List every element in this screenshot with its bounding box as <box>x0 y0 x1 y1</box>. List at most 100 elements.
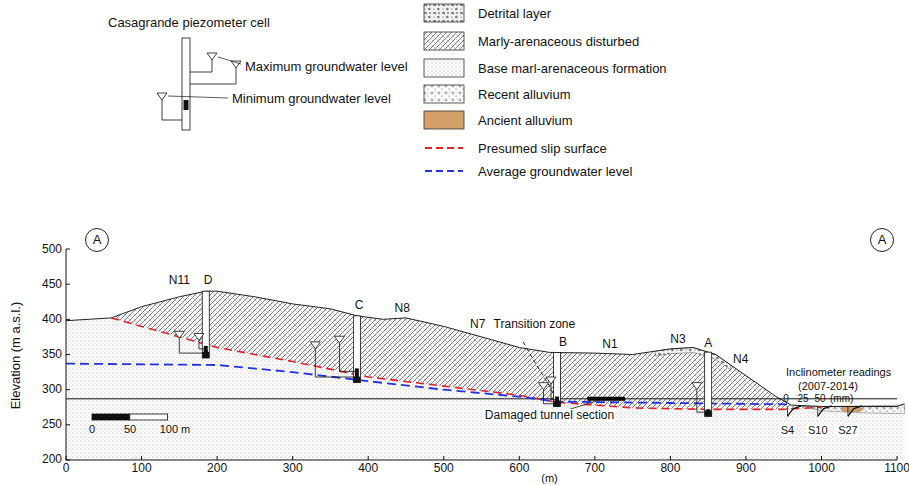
y-tick <box>66 459 70 460</box>
water-level-symbol <box>310 342 320 349</box>
label: (m) <box>541 472 558 485</box>
label: N3 <box>670 333 685 346</box>
label: 800 <box>660 462 680 475</box>
water-level-symbol <box>546 377 556 384</box>
key-pipe <box>190 68 236 84</box>
legend-swatch-fill <box>424 111 464 129</box>
inclinometer-profile <box>848 406 862 417</box>
legend-swatch <box>423 138 465 158</box>
label: Maximum groundwater level <box>245 60 408 73</box>
borehole <box>353 316 360 383</box>
piezometer-pipe <box>339 343 356 371</box>
water-level-symbol <box>538 383 548 390</box>
x-axis <box>66 459 897 460</box>
label: 100 <box>132 462 152 475</box>
water-level-symbol <box>207 53 217 60</box>
key-pipe <box>162 100 182 120</box>
label: Transition zone <box>492 318 578 331</box>
water-level-symbol <box>692 383 702 390</box>
inclinometer-profile <box>788 406 802 417</box>
x-tick <box>66 456 67 460</box>
label: 500 <box>42 243 62 256</box>
x-tick <box>292 456 293 460</box>
piezometer-pipe <box>179 338 205 353</box>
legend-text: Average groundwater level <box>478 165 632 178</box>
label: S10 <box>806 424 830 437</box>
x-tick <box>821 456 822 460</box>
key-pipe <box>182 38 190 130</box>
label: 450 <box>42 278 62 291</box>
water-level-symbol <box>231 61 241 68</box>
inclinometer-profile <box>818 406 832 417</box>
piezometer-cell <box>355 368 359 374</box>
label: 900 <box>736 462 756 475</box>
label: 400 <box>358 462 378 475</box>
legend-text: Base marl-arenaceous formation <box>478 62 667 75</box>
x-tick <box>141 456 142 460</box>
label: 700 <box>585 462 605 475</box>
legend-swatch-fill <box>424 32 464 50</box>
label: B <box>559 336 567 349</box>
borehole <box>202 291 209 358</box>
piezometer-cell <box>204 346 208 352</box>
label: 25 <box>797 392 808 405</box>
label: S27 <box>836 424 860 437</box>
section-letter: A <box>93 233 102 247</box>
legend-swatch-fill <box>424 85 464 103</box>
key-pipe <box>190 60 212 72</box>
label: N4 <box>733 353 748 366</box>
legend-text: Recent alluvium <box>478 88 571 101</box>
legend-swatch <box>423 161 465 181</box>
label: N8 <box>395 302 410 315</box>
x-tick <box>745 456 746 460</box>
x-tick <box>670 456 671 460</box>
section-marker: A <box>870 228 894 252</box>
label: 1000 <box>808 462 835 475</box>
y-tick <box>66 249 70 250</box>
legend-text: Detrital layer <box>478 7 551 20</box>
legend-line <box>425 170 463 172</box>
label: C <box>355 299 364 312</box>
label: A <box>704 337 712 350</box>
piezometer-cell <box>555 397 559 403</box>
piezometer-pipe <box>315 349 357 377</box>
label: D <box>204 274 213 287</box>
water-level-symbol <box>157 93 167 100</box>
label: 250 <box>42 418 62 431</box>
legend-text: Presumed slip surface <box>478 142 607 155</box>
label: 1100 <box>884 462 909 475</box>
legend-swatch <box>423 110 465 130</box>
x-tick <box>217 456 218 460</box>
leader-line <box>218 57 241 64</box>
detrital-layer <box>655 348 731 371</box>
slip-surface <box>111 318 821 410</box>
label: 200 <box>207 462 227 475</box>
legend-text: Ancient alluvium <box>478 114 573 127</box>
ground-surface <box>66 291 905 406</box>
scale-bar <box>92 414 130 420</box>
legend-line <box>425 147 463 149</box>
label: 50 <box>124 423 136 436</box>
label: 50 <box>814 392 825 405</box>
x-tick <box>897 456 898 460</box>
label: 350 <box>42 348 62 361</box>
disturbed-mass <box>111 291 821 409</box>
piezometer-pipe <box>543 390 557 404</box>
legend-swatch-fill <box>424 59 464 77</box>
water-level-symbol <box>174 331 184 338</box>
groundwater-level <box>66 364 791 405</box>
axis-title: Elevation (m a.s.l.) <box>10 301 23 409</box>
legend-swatch <box>423 58 465 78</box>
legend-swatch <box>423 3 465 23</box>
label: 100 m <box>160 423 191 436</box>
piezometer-pipe <box>697 390 708 413</box>
key-cell <box>184 100 189 110</box>
y-tick <box>66 284 70 285</box>
label: Minimum groundwater level <box>232 92 391 105</box>
label: 300 <box>283 462 303 475</box>
piezometer-cell <box>355 374 359 380</box>
water-level-symbol <box>194 333 204 340</box>
label: 400 <box>42 313 62 326</box>
legend-text: Marly-arenaceous disturbed <box>478 35 639 48</box>
damaged-tunnel <box>587 397 625 401</box>
